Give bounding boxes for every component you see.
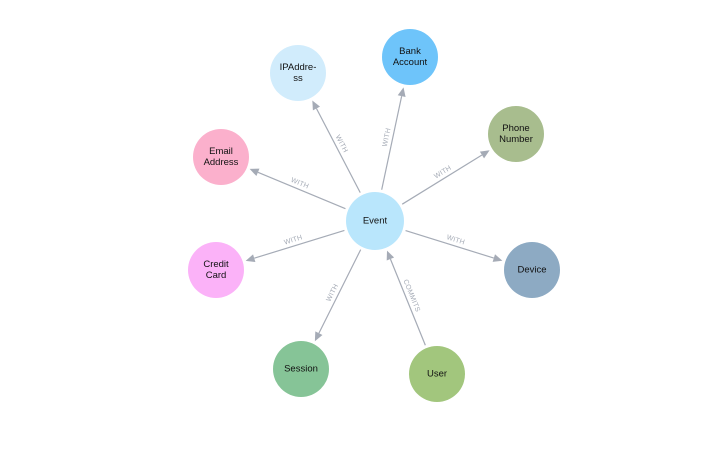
node-circle[interactable]: [270, 45, 326, 101]
node-ipaddress[interactable]: IPAddre-ss: [270, 45, 326, 101]
edge-line[interactable]: [318, 249, 362, 334]
arrowhead-icon: [314, 331, 323, 342]
nodes-layer: Event IPAddre-ss BankAccountPhoneNumberDev…: [188, 29, 560, 402]
edge-event-to-session[interactable]: WITH: [314, 249, 362, 342]
edge-line[interactable]: [405, 229, 494, 259]
node-circle[interactable]: [504, 242, 560, 298]
node-circle[interactable]: [409, 346, 465, 402]
arrowhead-icon: [397, 87, 406, 97]
edge-label: WITH: [382, 127, 393, 147]
edge-event-to-email-address[interactable]: WITH: [249, 168, 346, 210]
edge-line[interactable]: [315, 108, 361, 193]
arrowhead-icon: [312, 100, 321, 111]
node-circle[interactable]: [346, 192, 404, 250]
edge-line[interactable]: [389, 258, 426, 346]
edge-line[interactable]: [257, 171, 346, 210]
edge-event-to-bank-account[interactable]: WITH: [381, 87, 406, 190]
node-device[interactable]: Device: [504, 242, 560, 298]
edge-label: WITH: [326, 283, 341, 303]
arrowhead-icon: [249, 168, 260, 177]
arrowhead-icon: [245, 254, 256, 263]
node-user[interactable]: User: [409, 346, 465, 402]
arrowhead-icon: [386, 250, 395, 261]
arrowhead-icon: [492, 254, 503, 262]
edge-line[interactable]: [381, 95, 403, 190]
edge-label: WITH: [290, 177, 310, 191]
node-circle[interactable]: [193, 129, 249, 185]
edge-label: WITH: [283, 234, 303, 246]
edge-event-to-ipaddress[interactable]: WITH: [312, 100, 361, 193]
edge-label: WITH: [334, 134, 349, 154]
edge-event-to-phone-number[interactable]: WITH: [401, 150, 490, 205]
node-circle[interactable]: [488, 106, 544, 162]
edge-line[interactable]: [254, 229, 345, 259]
edge-line[interactable]: [401, 154, 483, 205]
edge-label: COMMITS: [402, 279, 421, 314]
edge-event-to-credit-card[interactable]: WITH: [245, 229, 345, 263]
node-circle[interactable]: [273, 341, 329, 397]
edge-event-to-device[interactable]: WITH: [405, 229, 503, 262]
edge-label: WITH: [446, 234, 466, 246]
node-circle[interactable]: [382, 29, 438, 85]
node-session[interactable]: Session: [273, 341, 329, 397]
node-event[interactable]: Event: [346, 192, 404, 250]
arrowhead-icon: [479, 150, 490, 159]
node-circle[interactable]: [188, 242, 244, 298]
edge-label: WITH: [433, 165, 453, 181]
edge-user-to-event[interactable]: COMMITS: [386, 250, 426, 346]
